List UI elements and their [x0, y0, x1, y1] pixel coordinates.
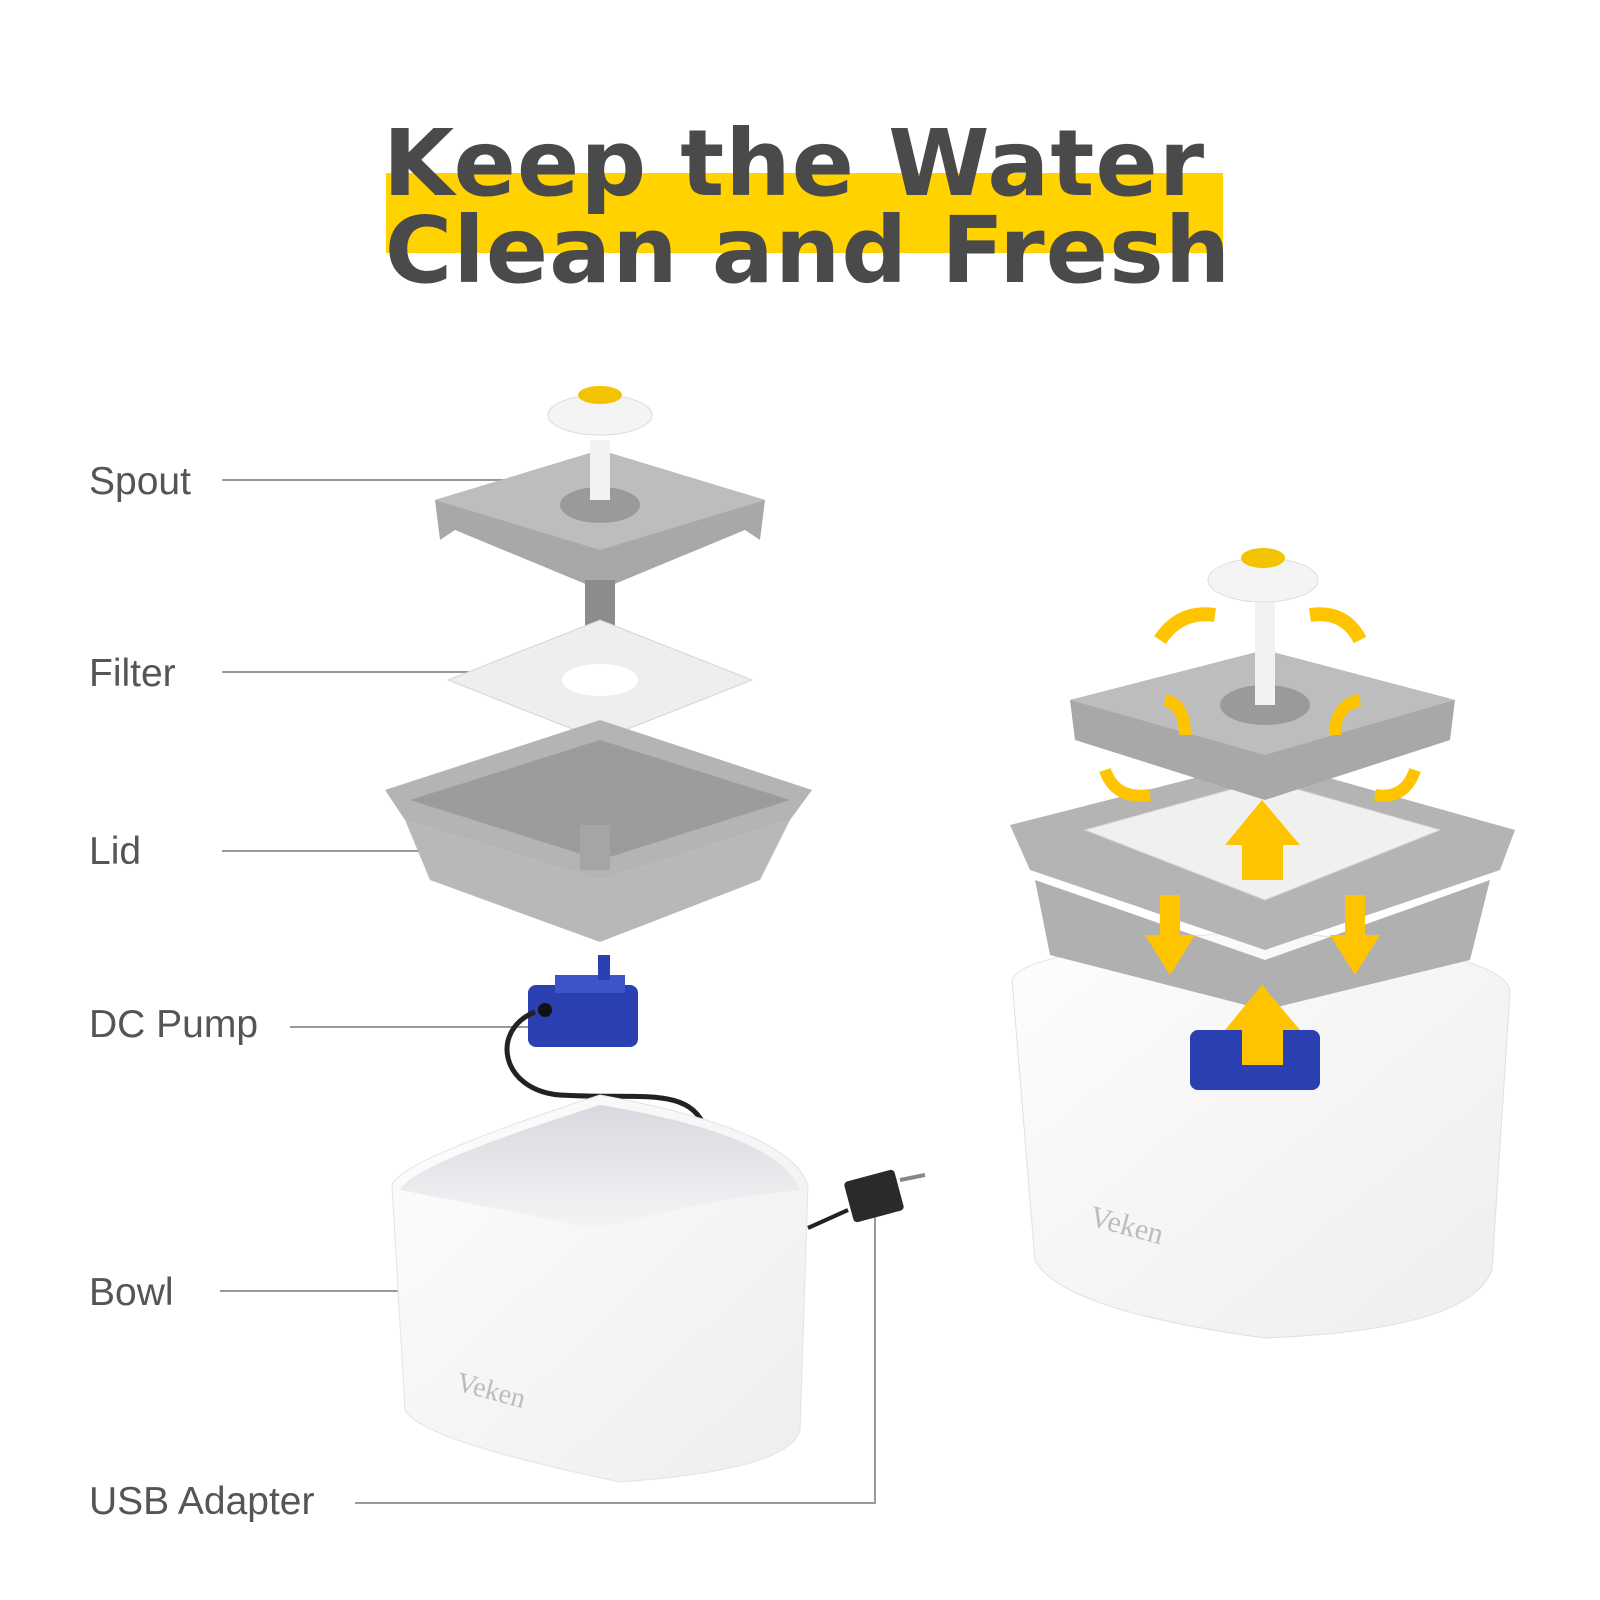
headline-line1: Keep the Water [382, 110, 1206, 217]
water-flow-arrows [1099, 607, 1421, 1065]
label-dc-pump: DC Pump [89, 1003, 259, 1046]
spout-part [435, 386, 765, 640]
lid-part [385, 720, 812, 942]
label-lid: Lid [89, 830, 142, 873]
label-bowl: Bowl [89, 1271, 174, 1314]
leader-usb [355, 1210, 876, 1504]
filter-part [446, 619, 754, 741]
headline-line2: Clean and Fresh [384, 197, 1232, 304]
title-highlight-band [386, 173, 1223, 253]
label-usb-adapter: USB Adapter [89, 1480, 315, 1523]
label-spout: Spout [89, 460, 191, 503]
assembled-fountain: Veken [1010, 548, 1515, 1339]
leader-lines [220, 479, 876, 1504]
usb-adapter-part [807, 1169, 926, 1230]
bowl-part: Veken [391, 1094, 809, 1483]
dc-pump-part [504, 955, 709, 1131]
label-filter: Filter [89, 652, 176, 695]
